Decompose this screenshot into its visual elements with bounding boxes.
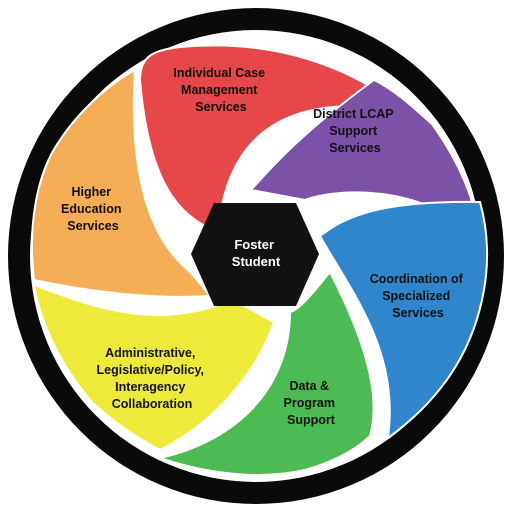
segment-district-lcap-support <box>249 78 482 243</box>
label-line: Data & <box>289 379 329 393</box>
label-line: Management <box>181 83 258 97</box>
label-higher-education: Higher Education Services <box>61 185 125 233</box>
label-data-program-support: Data & Program Support <box>284 379 339 427</box>
label-line: Specialized <box>382 289 450 303</box>
label-line: Higher <box>71 185 111 199</box>
label-line: Legislative/Policy, <box>97 363 204 377</box>
label-individual-case-management: Individual Case Management Services <box>173 66 268 114</box>
label-line: Coordination of <box>370 272 464 286</box>
segment-higher-education <box>30 68 213 298</box>
label-district-lcap-support: District LCAP Support Services <box>313 107 397 155</box>
label-line: Individual Case <box>173 66 265 80</box>
segment-data-program-support <box>156 270 375 476</box>
label-coordination-specialized: Coordination of Specialized Services <box>370 272 467 320</box>
label-line: Collaboration <box>112 397 193 411</box>
label-line: Services <box>67 219 118 233</box>
shutter-segments <box>30 44 489 476</box>
label-line: Services <box>329 141 380 155</box>
label-line: Education <box>61 202 121 216</box>
label-administrative-legislative: Administrative, Legislative/Policy, Inte… <box>97 346 208 411</box>
label-line: Administrative, <box>105 346 195 360</box>
segment-coordination-specialized <box>318 200 489 441</box>
segment-individual-case-management <box>138 44 409 234</box>
label-line: Services <box>392 306 443 320</box>
segment-administrative-legislative <box>32 283 276 452</box>
segment-labels: Individual Case Management Services Dist… <box>61 66 467 427</box>
label-line: District LCAP <box>313 107 393 121</box>
center-hexagon <box>191 203 319 306</box>
label-line: Support <box>287 413 336 427</box>
center-label-line: Student <box>232 254 281 269</box>
label-line: Interagency <box>115 380 185 394</box>
label-line: Services <box>195 100 246 114</box>
label-line: Program <box>284 396 335 410</box>
center-label: Foster Student <box>232 237 281 269</box>
center-label-line: Foster <box>234 237 274 252</box>
label-line: Support <box>329 124 378 138</box>
